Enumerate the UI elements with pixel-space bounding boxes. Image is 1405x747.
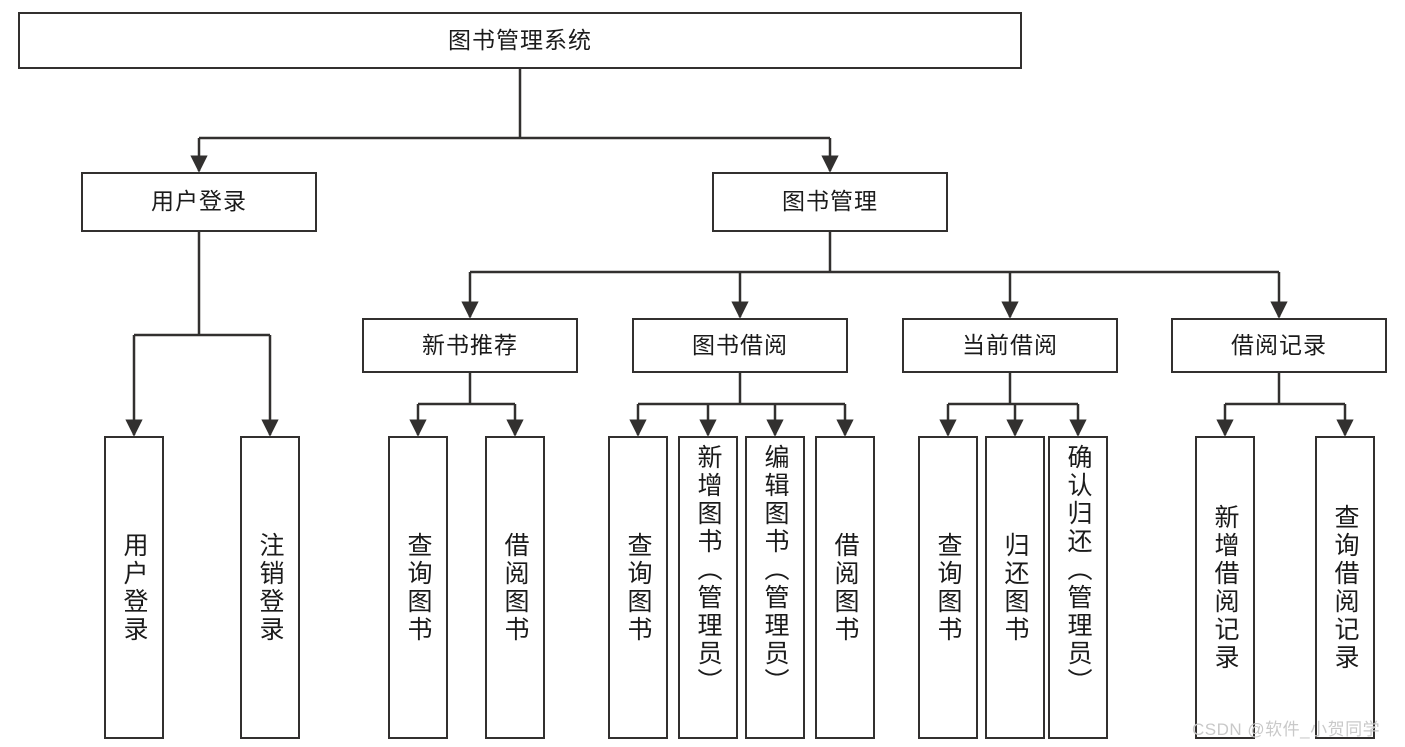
- csdn-watermark: CSDN @软件_小贺同学: [1192, 720, 1381, 739]
- node-label: 查询图书: [934, 531, 962, 644]
- node-label: 用户登录: [151, 188, 247, 215]
- node-label: 新增借阅记录: [1211, 503, 1239, 672]
- node-level2-0[interactable]: 新书推荐: [362, 318, 578, 373]
- node-label: 借阅记录: [1231, 331, 1327, 358]
- node-label: 查询借阅记录: [1331, 503, 1359, 672]
- node-leaf-2[interactable]: 查询图书: [388, 436, 448, 739]
- node-label: 新增图书（管理员）: [694, 444, 722, 696]
- node-level2-3[interactable]: 借阅记录: [1171, 318, 1387, 373]
- node-label: 借阅图书: [501, 531, 529, 644]
- node-leaf-0[interactable]: 用户登录: [104, 436, 164, 739]
- node-level1-1[interactable]: 图书管理: [712, 172, 948, 232]
- node-leaf-1[interactable]: 注销登录: [240, 436, 300, 739]
- node-leaf-6[interactable]: 编辑图书（管理员）: [745, 436, 805, 739]
- node-leaf-10[interactable]: 确认归还（管理员）: [1048, 436, 1108, 739]
- node-leaf-8[interactable]: 查询图书: [918, 436, 978, 739]
- node-leaf-4[interactable]: 查询图书: [608, 436, 668, 739]
- node-label: 确认归还（管理员）: [1064, 444, 1092, 696]
- node-label: 当前借阅: [962, 331, 1058, 358]
- node-label: 借阅图书: [831, 531, 859, 644]
- node-label: 新书推荐: [422, 331, 518, 358]
- node-label: 归还图书: [1001, 531, 1029, 644]
- node-leaf-5[interactable]: 新增图书（管理员）: [678, 436, 738, 739]
- node-leaf-7[interactable]: 借阅图书: [815, 436, 875, 739]
- node-label: 编辑图书（管理员）: [761, 444, 789, 696]
- node-level2-2[interactable]: 当前借阅: [902, 318, 1118, 373]
- node-level2-1[interactable]: 图书借阅: [632, 318, 848, 373]
- node-label: 图书管理系统: [448, 26, 592, 53]
- node-leaf-11[interactable]: 新增借阅记录: [1195, 436, 1255, 739]
- node-leaf-9[interactable]: 归还图书: [985, 436, 1045, 739]
- node-level1-0[interactable]: 用户登录: [81, 172, 317, 232]
- node-label: 查询图书: [404, 531, 432, 644]
- node-label: 查询图书: [624, 531, 652, 644]
- node-leaf-3[interactable]: 借阅图书: [485, 436, 545, 739]
- node-label: 用户登录: [120, 531, 148, 644]
- node-leaf-12[interactable]: 查询借阅记录: [1315, 436, 1375, 739]
- node-label: 注销登录: [256, 531, 284, 644]
- node-label: 图书借阅: [692, 331, 788, 358]
- node-root[interactable]: 图书管理系统: [18, 12, 1022, 69]
- node-label: 图书管理: [782, 188, 878, 215]
